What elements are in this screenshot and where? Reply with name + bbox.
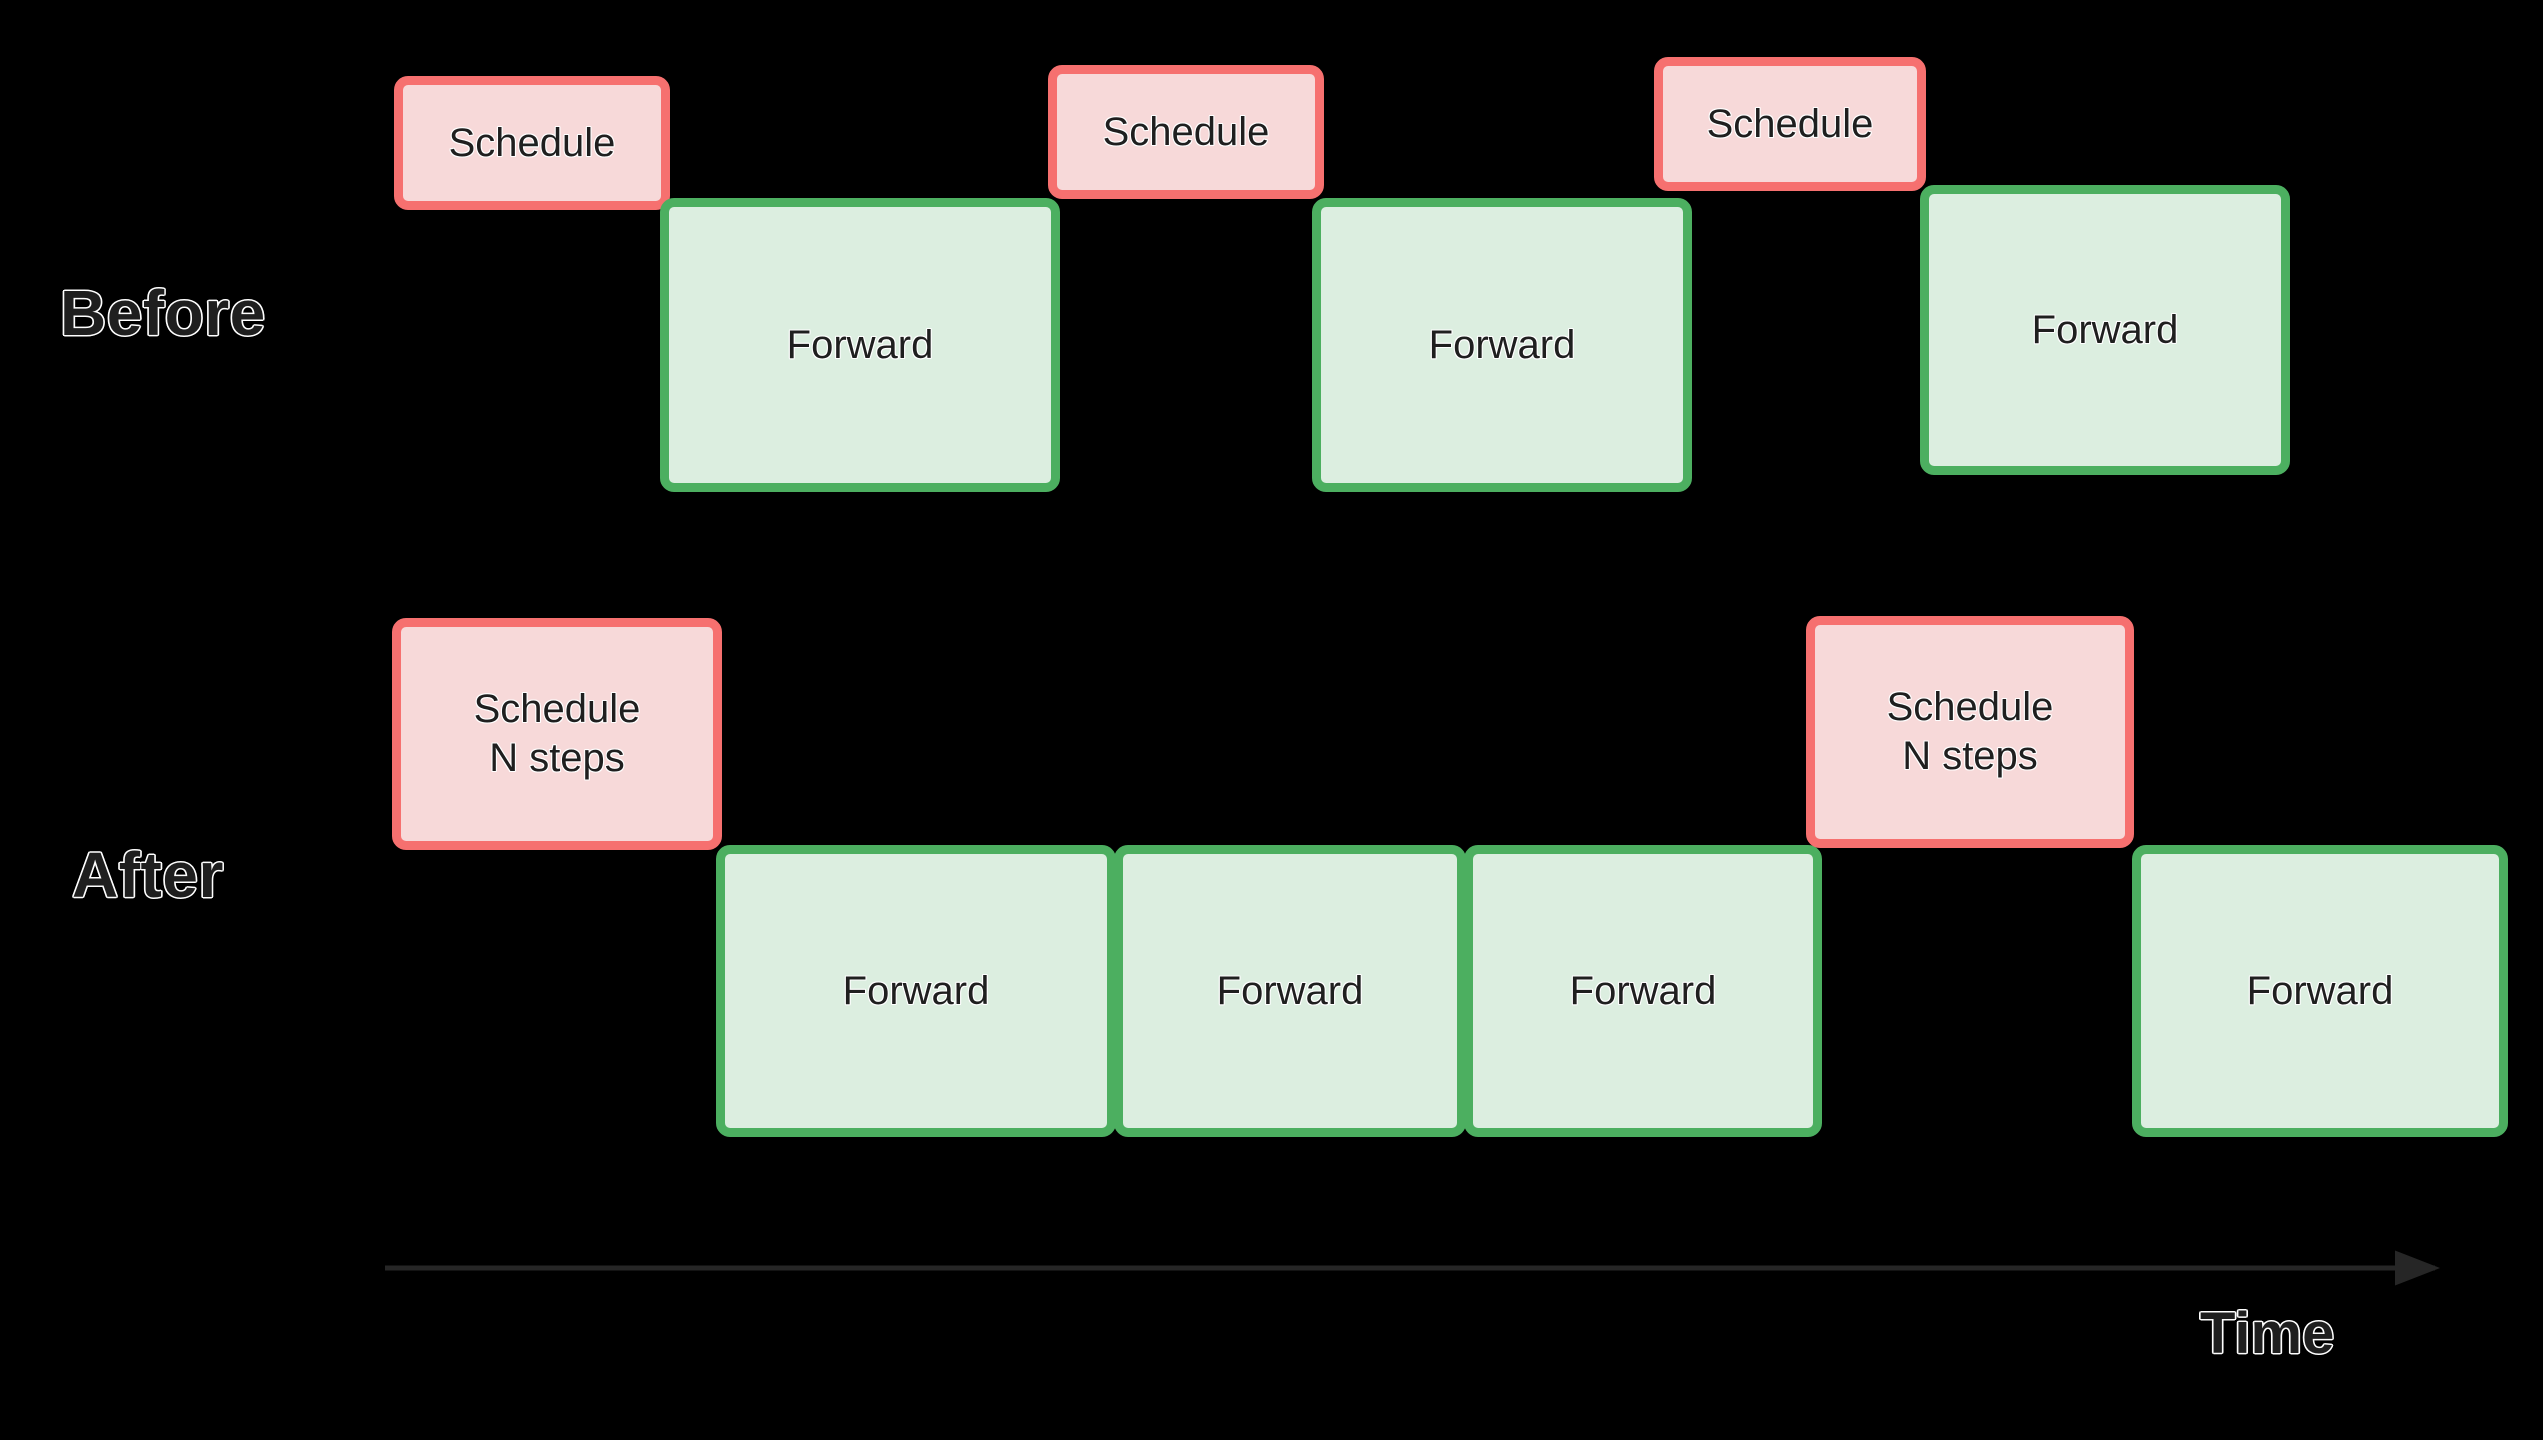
forward-block-label: Forward: [1428, 322, 1576, 367]
forward-block-label: Forward: [842, 968, 990, 1013]
schedule-block-after-5: Schedule N steps: [1806, 616, 2134, 848]
schedule-block-before-1: Schedule: [394, 76, 670, 210]
forward-block-after-3: Forward: [1114, 845, 1466, 1137]
schedule-block-label: Schedule N steps: [1886, 685, 2054, 778]
forward-block-before-6: Forward: [1920, 185, 2290, 475]
forward-block-before-2: Forward: [660, 198, 1060, 492]
schedule-block-before-5: Schedule: [1654, 57, 1926, 191]
schedule-block-label: Schedule: [448, 120, 616, 165]
forward-block-label: Forward: [2246, 968, 2394, 1013]
schedule-block-after-1: Schedule N steps: [392, 618, 722, 850]
forward-block-after-6: Forward: [2132, 845, 2508, 1137]
forward-block-before-4: Forward: [1312, 198, 1692, 492]
forward-block-after-2: Forward: [716, 845, 1116, 1137]
row-label-after: After: [72, 839, 224, 911]
schedule-block-label: Schedule: [1102, 109, 1270, 154]
schedule-block-label: Schedule: [1706, 101, 1874, 146]
forward-block-label: Forward: [786, 322, 934, 367]
forward-block-label: Forward: [2031, 307, 2179, 352]
row-label-before: Before: [60, 277, 266, 349]
time-axis-label: Time: [2200, 1301, 2335, 1366]
schedule-block-label: Schedule N steps: [473, 687, 641, 780]
forward-block-label: Forward: [1569, 968, 1717, 1013]
schedule-block-before-3: Schedule: [1048, 65, 1324, 199]
forward-block-label: Forward: [1216, 968, 1364, 1013]
forward-block-after-4: Forward: [1464, 845, 1822, 1137]
